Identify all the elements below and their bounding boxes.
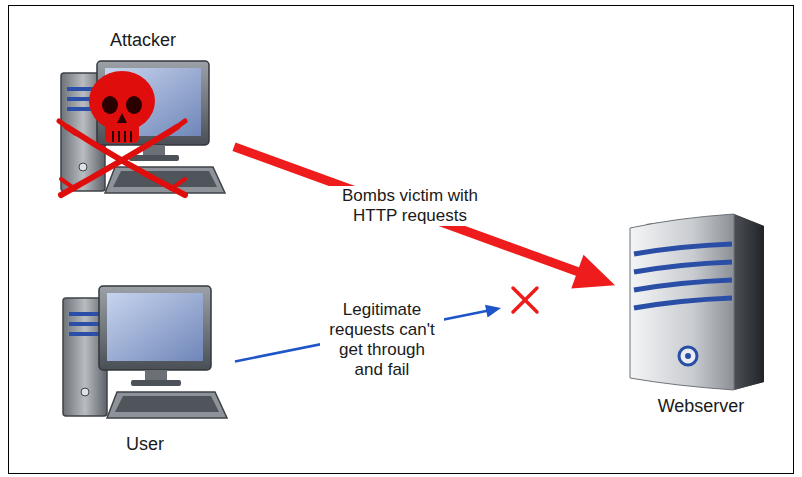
webserver-icon [616,210,786,392]
blocked-cross [509,284,541,316]
attacker-node: Attacker [52,30,234,207]
webserver-node: Webserver [615,210,787,419]
user-node: User [55,280,235,457]
user-computer-icon [55,280,235,430]
attack-arrow [234,147,615,285]
attacker-computer-icon [53,55,233,205]
arrow-head [485,305,501,318]
node-label: Webserver [615,396,787,417]
arrow-head [571,255,615,289]
edge-label: Legitimate requests can't get through an… [320,300,444,380]
node-label: Attacker [52,30,234,51]
node-label: User [55,434,235,455]
edge-label: Bombs victim with HTTP requests [321,186,499,226]
